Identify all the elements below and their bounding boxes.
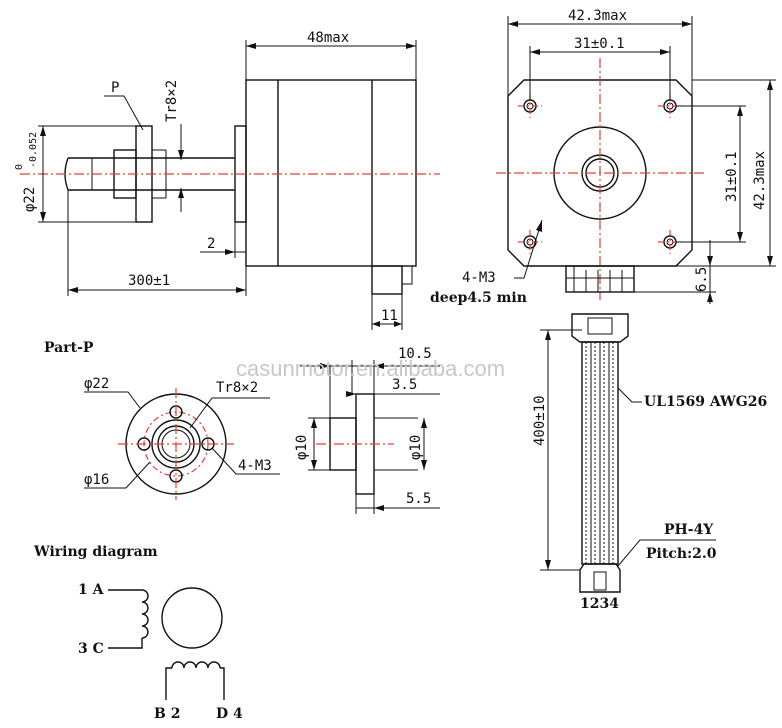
part-p-10-5: 10.5 bbox=[398, 346, 432, 362]
part-p-phi10-right: φ10 bbox=[408, 435, 424, 460]
wiring-title: Wiring diagram bbox=[33, 544, 158, 560]
dim-tol-0: 0 bbox=[14, 164, 25, 170]
dim-42-3-height: 42.3max bbox=[752, 151, 768, 210]
part-p-tr8x2: Tr8×2 bbox=[216, 380, 258, 396]
label-p: P bbox=[111, 80, 119, 96]
dim-300: 300±1 bbox=[128, 273, 170, 289]
dim-11: 11 bbox=[381, 308, 398, 324]
part-p-5-5: 5.5 bbox=[406, 491, 431, 507]
cable-length: 400±10 bbox=[532, 395, 548, 446]
label-deep: deep4.5 min bbox=[430, 290, 527, 306]
cable-assembly: 1234 UL1569 AWG26 400±10 PH-4Y Pitch:2.0 bbox=[532, 313, 767, 612]
wiring-c: 3 C bbox=[78, 641, 104, 657]
wiring-a: 1 A bbox=[78, 582, 105, 598]
cable-top-connector bbox=[571, 313, 629, 343]
cable-ul-label: UL1569 AWG26 bbox=[644, 394, 767, 410]
part-p-title: Part-P bbox=[44, 340, 94, 356]
label-4m3: 4-M3 bbox=[462, 270, 496, 286]
dim-phi22: φ22 bbox=[22, 187, 38, 212]
motor-side-view: 48max Tr8×2 P φ22 0 -0.052 2 300±1 bbox=[14, 30, 440, 330]
cable-pin-numbers: 1234 bbox=[580, 596, 619, 612]
wiring-diagram: Wiring diagram 1 A 3 C B 2 D 4 bbox=[33, 544, 243, 722]
part-p-phi16: φ16 bbox=[84, 472, 109, 488]
dim-48max: 48max bbox=[307, 30, 349, 46]
part-p-3-5: 3.5 bbox=[392, 377, 417, 393]
dim-31-h: 31±0.1 bbox=[574, 36, 625, 52]
cable-pitch: Pitch:2.0 bbox=[646, 546, 717, 562]
connector-side bbox=[371, 265, 403, 295]
cable-connector-type: PH-4Y bbox=[664, 522, 714, 538]
wiring-b: B 2 bbox=[154, 706, 180, 722]
dim-6-5: 6.5 bbox=[694, 267, 710, 292]
motor-front-view: 42.3max 31±0.1 31±0.1 42.3max bbox=[430, 8, 776, 306]
dim-2: 2 bbox=[207, 236, 215, 252]
dim-31-v: 31±0.1 bbox=[724, 151, 740, 202]
watermark: casunmotor.en.alibaba.com bbox=[236, 356, 505, 381]
wiring-d: D 4 bbox=[216, 706, 243, 722]
dim-tr8x2: Tr8×2 bbox=[164, 80, 180, 122]
cable-bottom-connector bbox=[579, 563, 621, 593]
part-p-phi10-left: φ10 bbox=[294, 435, 310, 460]
motor-body-side bbox=[245, 79, 417, 267]
dim-tol-minus: -0.052 bbox=[28, 132, 39, 168]
dim-42-3-width: 42.3max bbox=[568, 8, 627, 24]
connector-front bbox=[565, 265, 635, 293]
wiring-rotor bbox=[161, 587, 223, 649]
part-p-phi22: φ22 bbox=[84, 376, 109, 392]
part-p-detail: Part-P φ22 Tr8×2 φ16 4-M3 10.5 3.5 bbox=[44, 340, 440, 514]
part-p-m3: 4-M3 bbox=[238, 458, 272, 474]
